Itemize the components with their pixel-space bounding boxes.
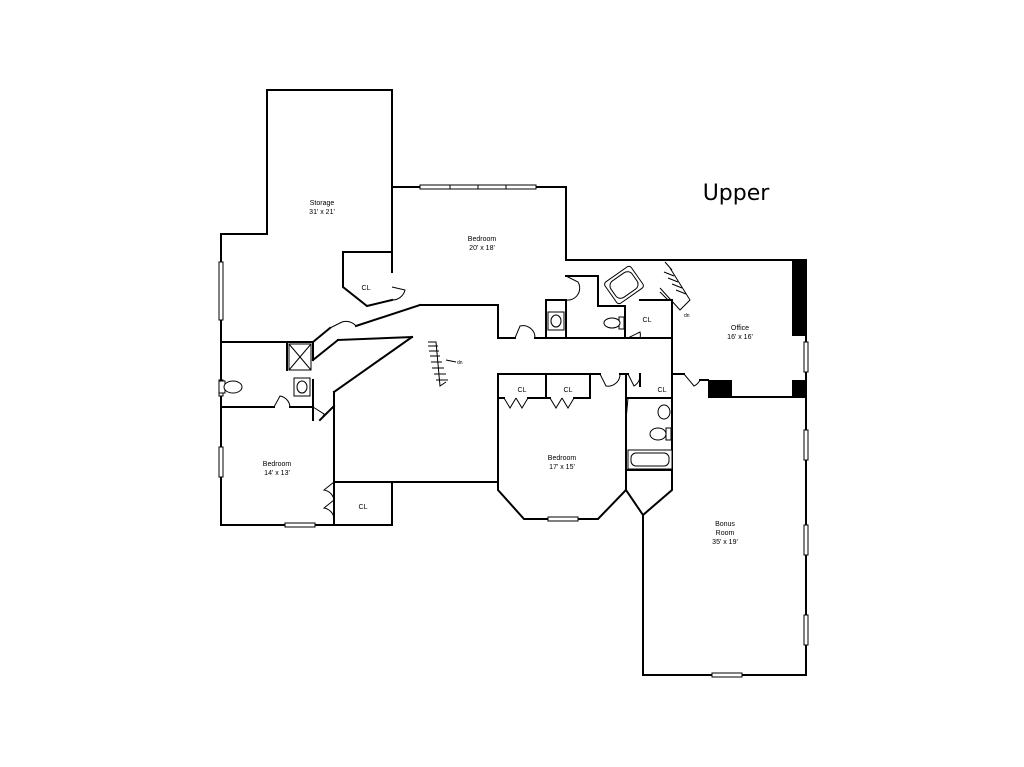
- room-name-office: Office: [731, 325, 749, 332]
- closet-labels: CL CL CL CL CL CL: [359, 285, 667, 511]
- room-size-bedroom-upper: 20' x 18': [469, 245, 495, 252]
- room-name-bedroom-upper: Bedroom: [468, 236, 497, 243]
- room-size-bedroom-left: 14' x 13': [264, 470, 290, 477]
- door-swings: [273, 275, 701, 519]
- fixtures: [218, 265, 673, 470]
- floor-title: Upper: [703, 181, 771, 206]
- room-size-office: 16' x 16': [727, 334, 753, 341]
- room-labels: Storage 31' x 21' Bedroom 20' x 18' Offi…: [263, 200, 753, 546]
- stair-label: dn: [684, 313, 690, 319]
- closet-label: CL: [359, 504, 368, 511]
- closet-label: CL: [564, 387, 573, 394]
- room-name-bedroom-left: Bedroom: [263, 461, 292, 468]
- room-size-bedroom-middle: 17' x 15': [549, 464, 575, 471]
- interior-walls: [220, 186, 793, 526]
- room-name-bedroom-middle: Bedroom: [548, 455, 577, 462]
- stairs: [428, 261, 691, 387]
- closet-label: CL: [518, 387, 527, 394]
- closet-label: CL: [643, 317, 652, 324]
- room-name-bonus: Bonus: [715, 521, 735, 528]
- closet-label: CL: [658, 387, 667, 394]
- room-size-bonus: 35' x 19': [712, 539, 738, 546]
- closet-label: CL: [362, 285, 371, 292]
- stair-label: dn: [457, 360, 463, 366]
- room-size-storage: 31' x 21': [309, 209, 335, 216]
- room-name-storage: Storage: [310, 200, 335, 207]
- windows: [218, 184, 809, 678]
- room-name-bonus-2: Room: [716, 530, 735, 537]
- solid-blocks: [708, 260, 806, 398]
